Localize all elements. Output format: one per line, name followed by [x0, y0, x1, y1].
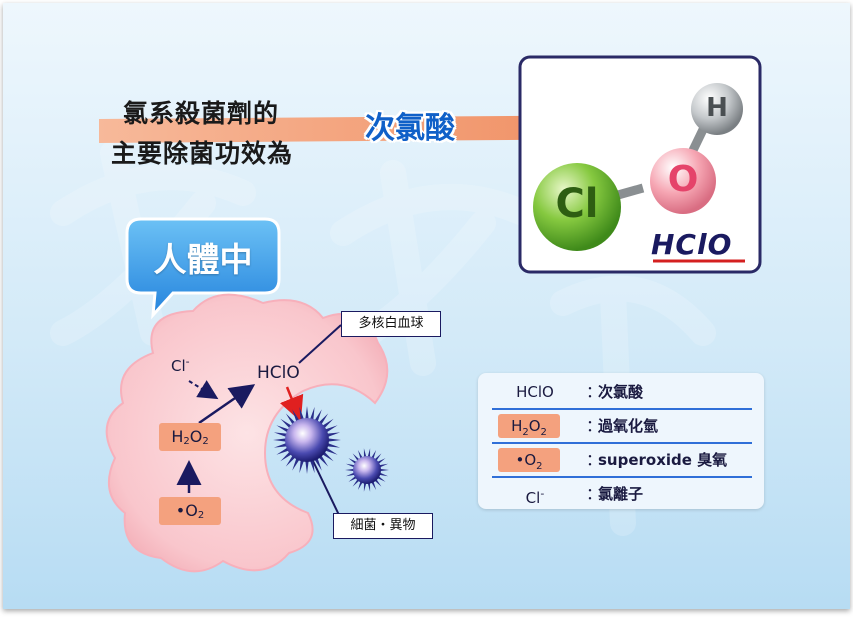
h2o2-to-hclo-arrow: [198, 384, 256, 425]
bacteria-spike: [276, 447, 290, 455]
diagram-graphics: [50, 55, 762, 573]
legend-separator: ：: [586, 382, 603, 401]
diagram-panel: 氯系殺菌劑的 主要除菌功效為 次氯酸 H O Cl HClO 人體中 多核白血球…: [3, 3, 850, 609]
legend: HClO ： 次氯酸 H2O2 ： 過氧化氫 •O2 ： superoxide …: [478, 373, 764, 509]
legend-row-hclo: HClO ： 次氯酸: [486, 377, 756, 407]
legend-description: 過氧化氫: [598, 417, 659, 435]
oxygen-atom: [650, 148, 716, 214]
cl-ion-label: Cl-: [171, 355, 190, 375]
legend-separator: ：: [586, 450, 603, 469]
legend-divider: [492, 442, 752, 444]
bacteria-spike: [321, 451, 334, 462]
title-line-2: 主要除菌功效為: [111, 139, 294, 168]
legend-description: 次氯酸: [598, 383, 644, 401]
bacteria-spike: [314, 457, 322, 471]
bacteria-spike: [273, 442, 288, 448]
bacteria-spike: [378, 468, 389, 472]
speech-bubble: [125, 217, 281, 320]
legend-separator: ：: [586, 416, 603, 435]
legend-row-cl: Cl- ： 氯離子: [486, 479, 756, 509]
legend-row-h2o2: H2O2 ： 過氧化氫: [486, 411, 756, 441]
legend-symbol: HClO: [516, 383, 554, 401]
legend-separator: ：: [586, 484, 603, 503]
bacteria-spike: [367, 481, 371, 492]
bacteria-spike: [363, 448, 367, 459]
legend-symbol: H2O2: [498, 414, 560, 438]
bacteria-spike: [326, 432, 341, 438]
title-arrow: [99, 101, 667, 153]
bacteria-spike: [345, 468, 356, 472]
bacteria-large: [273, 406, 341, 474]
arrow-label: 次氯酸: [365, 111, 455, 146]
hclo-label: HClO: [257, 363, 300, 383]
hydrogen-atom: [691, 83, 743, 135]
legend-description: superoxide 臭氧: [598, 451, 728, 469]
bacteria-callout: 細菌・異物: [333, 513, 433, 539]
bacteria-spike: [273, 432, 288, 438]
bacteria-spike: [305, 459, 309, 474]
bacteria-spike: [285, 413, 296, 426]
bacteria-spike: [299, 406, 305, 421]
bacteria-spike: [309, 459, 315, 474]
bacteria-spike: [324, 425, 338, 433]
bacteria-spike: [326, 442, 341, 448]
bacteria-spike: [318, 454, 329, 467]
bacteria-spike: [363, 481, 367, 492]
legend-row-o2: •O2 ： superoxide 臭氧: [486, 445, 756, 475]
wbc-callout: 多核白血球: [341, 311, 441, 337]
title-line-1: 氯系殺菌劑的: [123, 99, 280, 128]
hydrogen-label: H: [706, 93, 728, 123]
chlorine-atom: [533, 163, 621, 251]
legend-symbol: Cl-: [525, 487, 545, 507]
bacteria-spike: [285, 454, 296, 467]
h2o2-chip: H2O2: [159, 423, 221, 451]
legend-symbol: •O2: [498, 448, 560, 472]
bacteria-spike: [314, 409, 322, 423]
bacteria-spike: [276, 425, 290, 433]
bacteria-spike: [292, 409, 300, 423]
attack-arrow: [279, 386, 304, 422]
bacteria-spike: [292, 457, 300, 471]
bacteria-spike: [309, 406, 315, 421]
bacteria-spike: [280, 451, 293, 462]
bacteria-spike: [273, 438, 288, 442]
bacteria-spike: [299, 459, 305, 474]
legend-divider: [492, 476, 752, 478]
bacteria-small: [345, 448, 389, 492]
o2-chip: •O2: [159, 497, 221, 525]
bacteria-spike: [367, 448, 371, 459]
bubble-text: 人體中: [153, 240, 253, 279]
bacteria-spike: [326, 438, 341, 442]
bacteria-spike: [280, 418, 293, 429]
molecule-formula: HClO: [651, 228, 733, 261]
legend-divider: [492, 408, 752, 410]
oxygen-label: O: [667, 159, 699, 200]
bacteria-spike: [324, 447, 338, 455]
chlorine-label: Cl: [555, 181, 599, 227]
bacteria-spike: [318, 413, 329, 426]
bacteria-spike: [305, 406, 309, 421]
bacteria-spike: [321, 418, 334, 429]
cl-to-hclo-arrow: [188, 380, 219, 400]
legend-description: 氯離子: [598, 485, 644, 503]
